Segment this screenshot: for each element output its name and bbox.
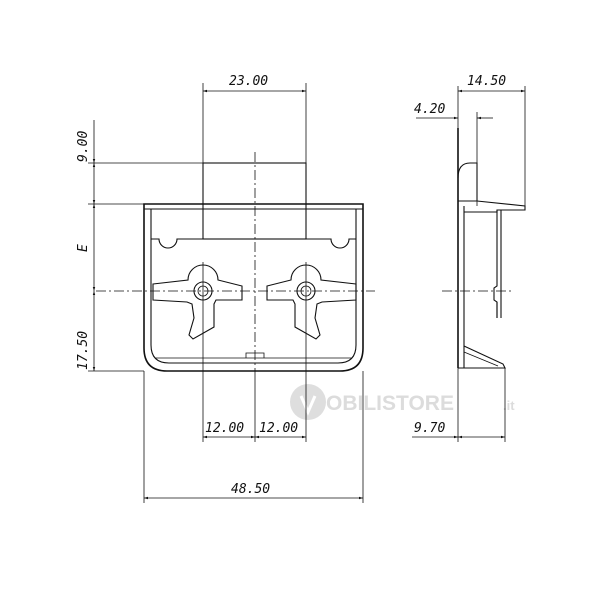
side-latch-bump xyxy=(457,162,478,201)
dim-top-width: 23.00 xyxy=(229,74,268,89)
plate-inner-rim xyxy=(150,208,357,364)
dim-hole-left: 12.00 xyxy=(205,421,244,436)
dim-height-top: 9.00 xyxy=(76,131,91,162)
dim-height-bottom: 17.50 xyxy=(76,331,91,370)
dim-side-thickness: 4.20 xyxy=(414,102,445,117)
watermark-suffix: .it xyxy=(503,398,515,413)
top-latch-block xyxy=(202,162,307,240)
front-view: 9.00 E 17.50 23.00 12.00 12.00 48.50 xyxy=(76,74,375,503)
mounting-hole-left xyxy=(152,264,243,340)
watermark-brand: OBILISTORE xyxy=(326,392,454,415)
watermark: OBILISTORE .it xyxy=(290,384,515,420)
plate-outline xyxy=(143,203,364,372)
mounting-hole-right xyxy=(266,264,357,340)
dim-hole-right: 12.00 xyxy=(259,421,298,436)
dim-side-depth: 14.50 xyxy=(467,74,506,89)
watermark-logo-icon xyxy=(290,384,326,420)
side-bottom-foot xyxy=(458,345,506,369)
dim-e: E xyxy=(76,244,91,252)
plate-notch-line xyxy=(151,238,356,249)
dim-side-bottom: 9.70 xyxy=(414,421,445,436)
side-view: 14.50 4.20 9.70 xyxy=(412,74,526,442)
dim-overall-width: 48.50 xyxy=(231,482,270,497)
side-top-flange xyxy=(458,200,526,213)
